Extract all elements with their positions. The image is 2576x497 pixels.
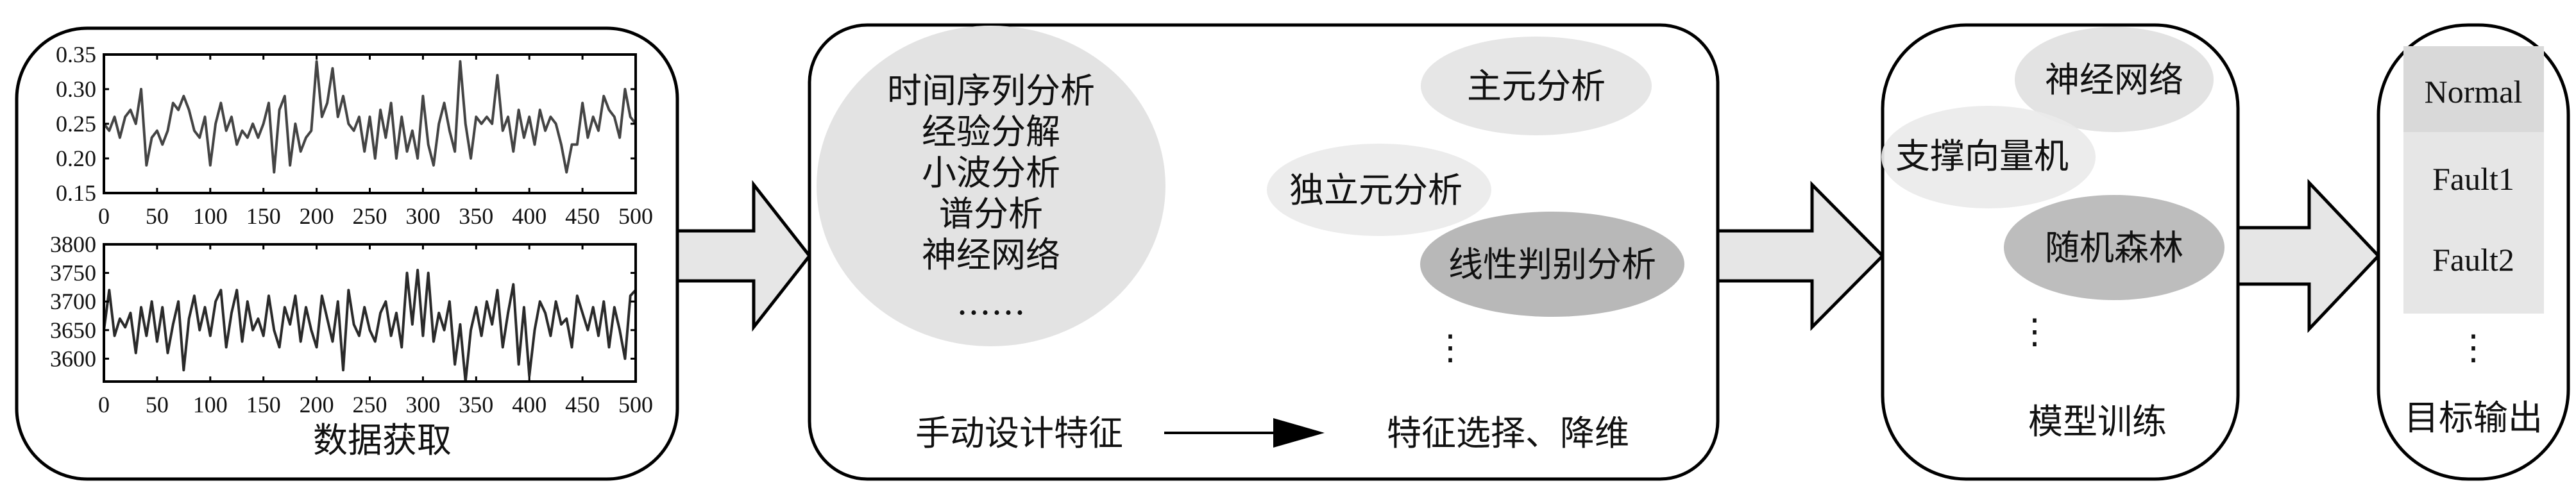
rf-ellipse bbox=[2004, 195, 2224, 300]
series-line bbox=[103, 269, 637, 383]
y-tick-label: 0.15 bbox=[56, 180, 96, 206]
method-item: 神经网络 bbox=[922, 235, 1060, 275]
manual-feature-label: 手动设计特征 bbox=[915, 413, 1123, 453]
arrow-2-icon bbox=[1716, 180, 1885, 332]
y-tick-label: 3650 bbox=[50, 317, 96, 343]
output-item: Normal bbox=[2425, 74, 2523, 110]
chart-top: 0 50 100 150 200 250 300 350 400 450 500 0.15 0.20 0.… bbox=[56, 42, 653, 229]
x-tick-label: 450 bbox=[565, 392, 600, 417]
x-tick-label: 500 bbox=[618, 392, 653, 417]
selection-ellipsis: ⋮ bbox=[1433, 327, 1468, 367]
method-item: 经验分解 bbox=[922, 112, 1060, 152]
y-tick-label: 0.25 bbox=[56, 111, 96, 137]
lda-ellipse bbox=[1420, 212, 1684, 317]
x-tick-label: 150 bbox=[246, 392, 281, 417]
method-item: 小波分析 bbox=[922, 153, 1060, 193]
svm-ellipse bbox=[1881, 106, 2096, 208]
methods-circle bbox=[817, 26, 1165, 346]
x-tick-label: 250 bbox=[353, 203, 387, 229]
x-tick-label: 250 bbox=[353, 392, 387, 417]
model-item: 随机森林 bbox=[2045, 228, 2183, 268]
x-tick-label: 400 bbox=[512, 392, 547, 417]
feature-selection-label: 特征选择、降维 bbox=[1387, 413, 1629, 453]
x-tick-label: 50 bbox=[146, 392, 169, 417]
output-item: Fault2 bbox=[2432, 242, 2514, 278]
y-tick-label: 3800 bbox=[50, 232, 96, 257]
y-tick-label: 0.20 bbox=[56, 146, 96, 171]
x-tick-label: 100 bbox=[193, 203, 228, 229]
y-tick-label: 3750 bbox=[50, 260, 96, 286]
x-tick-label: 300 bbox=[405, 392, 440, 417]
model-ellipsis: ⋮ bbox=[2017, 311, 2052, 351]
method-item: 谱分析 bbox=[939, 194, 1043, 234]
ica-ellipse bbox=[1267, 144, 1491, 236]
arrow-1-icon bbox=[675, 180, 812, 332]
y-tick-label: 0.30 bbox=[56, 76, 96, 102]
x-tick-label: 450 bbox=[565, 203, 600, 229]
x-tick-label: 150 bbox=[246, 203, 281, 229]
pca-ellipse bbox=[1421, 37, 1652, 135]
data-acquisition-label: 数据获取 bbox=[313, 420, 452, 460]
y-tick-label: 0.35 bbox=[56, 42, 96, 67]
chart-bottom: 0 50 100 150 200 250 300 350 400 450 500 3600 3650 37… bbox=[50, 232, 653, 417]
x-tick-label: 300 bbox=[405, 203, 440, 229]
method-ellipsis: …… bbox=[956, 282, 1026, 323]
target-output-label: 目标输出 bbox=[2404, 398, 2543, 438]
y-tick-label: 3600 bbox=[50, 346, 96, 371]
method-item: 时间序列分析 bbox=[887, 71, 1095, 111]
nn-ellipse bbox=[2015, 27, 2214, 132]
series-line bbox=[103, 60, 637, 174]
y-tick-label: 3700 bbox=[50, 289, 96, 314]
x-tick-label: 0 bbox=[98, 203, 110, 229]
x-tick-label: 200 bbox=[300, 392, 334, 417]
selection-item: 线性判别分析 bbox=[1448, 244, 1656, 285]
x-tick-label: 100 bbox=[193, 392, 228, 417]
output-item: Fault1 bbox=[2432, 161, 2514, 197]
x-tick-label: 0 bbox=[98, 392, 110, 417]
selection-item: 独立元分析 bbox=[1289, 170, 1462, 210]
x-tick-label: 500 bbox=[618, 203, 653, 229]
x-tick-label: 350 bbox=[459, 392, 493, 417]
x-tick-label: 200 bbox=[300, 203, 334, 229]
model-training-label: 模型训练 bbox=[2028, 401, 2167, 442]
x-tick-label: 50 bbox=[146, 203, 169, 229]
model-item: 神经网络 bbox=[2045, 60, 2183, 100]
model-item: 支撑向量机 bbox=[1895, 136, 2069, 176]
arrow-3-icon bbox=[2236, 178, 2381, 333]
inner-arrow-head-icon bbox=[1273, 418, 1325, 448]
selection-item: 主元分析 bbox=[1467, 66, 1606, 106]
output-ellipsis: ⋮ bbox=[2456, 327, 2491, 367]
normal-band bbox=[2403, 46, 2544, 132]
x-tick-label: 400 bbox=[512, 203, 547, 229]
x-tick-label: 350 bbox=[459, 203, 493, 229]
